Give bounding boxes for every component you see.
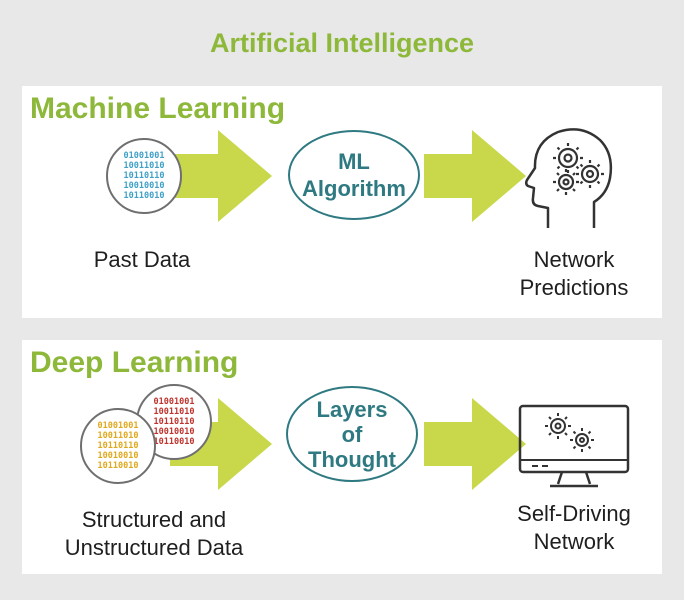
process-arrow [424,398,526,490]
head-gears-icon [524,128,613,228]
deep-learning-panel: Deep Learning 01001001 10011010 10110110… [22,340,662,574]
input-arrow [170,398,272,490]
machine-learning-panel: Machine Learning 01001001 10011010 10110… [22,86,662,318]
layers-of-thought-oval: Layers of Thought [286,386,418,482]
machine-learning-heading: Machine Learning [30,92,286,125]
network-predictions-label: Network Predictions [519,247,629,300]
structured-binary-disc: 01001001 10011010 10110110 10010010 1011… [80,408,156,484]
past-data-binary-disc: 01001001 10011010 10110110 10010010 1011… [106,138,182,214]
structured-unstructured-data-label: Structured and Unstructured Data [64,507,244,560]
ml-algorithm-oval: ML Algorithm [288,130,420,220]
process-arrow [424,130,526,222]
self-driving-network-label: Self-Driving Network [517,501,631,554]
monitor-gears-icon [518,404,630,488]
past-data-label: Past Data [93,247,191,272]
input-arrow [170,130,272,222]
deep-learning-heading: Deep Learning [30,346,239,379]
diagram-title: Artificial Intelligence [209,28,475,58]
